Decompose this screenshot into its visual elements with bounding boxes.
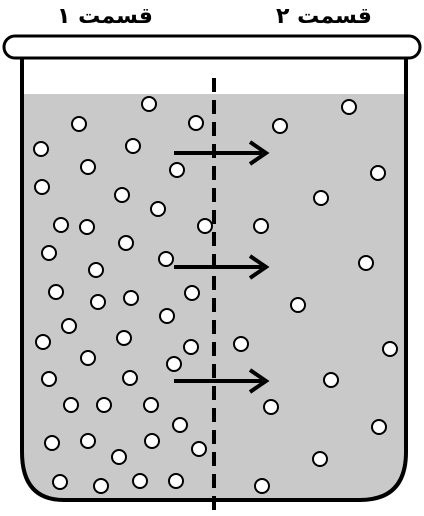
particle bbox=[71, 116, 87, 132]
particle bbox=[125, 138, 141, 154]
right-arrow-icon bbox=[174, 140, 270, 166]
particle bbox=[53, 217, 69, 233]
particles bbox=[33, 96, 398, 494]
particle bbox=[150, 201, 166, 217]
particle bbox=[80, 350, 96, 366]
particle bbox=[341, 99, 357, 115]
particle bbox=[254, 478, 270, 494]
particle bbox=[188, 115, 204, 131]
particle bbox=[96, 397, 112, 413]
particle bbox=[313, 190, 329, 206]
arrows bbox=[174, 140, 270, 394]
particle bbox=[132, 473, 148, 489]
particle bbox=[123, 290, 139, 306]
particle bbox=[52, 474, 68, 490]
particle bbox=[158, 251, 174, 267]
particle bbox=[35, 334, 51, 350]
particle bbox=[253, 218, 269, 234]
particle bbox=[143, 397, 159, 413]
particle bbox=[88, 262, 104, 278]
particle bbox=[41, 245, 57, 261]
particle bbox=[111, 449, 127, 465]
particle bbox=[184, 285, 200, 301]
particle bbox=[44, 435, 60, 451]
particle bbox=[61, 318, 77, 334]
particle bbox=[191, 441, 207, 457]
particle bbox=[358, 255, 374, 271]
particle bbox=[144, 433, 160, 449]
part-1-label: قسمت ۱ bbox=[57, 4, 153, 29]
particle bbox=[33, 141, 49, 157]
particle bbox=[370, 165, 386, 181]
right-arrow-icon bbox=[174, 368, 270, 394]
particle bbox=[382, 341, 398, 357]
particle bbox=[63, 397, 79, 413]
particle bbox=[323, 372, 339, 388]
particle bbox=[371, 419, 387, 435]
particle bbox=[80, 433, 96, 449]
particle bbox=[116, 330, 132, 346]
particle bbox=[79, 219, 95, 235]
particle bbox=[114, 187, 130, 203]
particle bbox=[168, 473, 184, 489]
particle bbox=[159, 308, 175, 324]
particle bbox=[197, 218, 213, 234]
beaker-rim bbox=[2, 34, 422, 60]
particle bbox=[90, 294, 106, 310]
particle bbox=[233, 336, 249, 352]
particle bbox=[122, 370, 138, 386]
part-2-label: قسمت ۲ bbox=[276, 4, 372, 29]
particle bbox=[172, 417, 188, 433]
particle bbox=[272, 118, 288, 134]
particle bbox=[141, 96, 157, 112]
particle bbox=[48, 284, 64, 300]
particle bbox=[118, 235, 134, 251]
particle bbox=[290, 297, 306, 313]
particle bbox=[93, 478, 109, 494]
particle bbox=[41, 371, 57, 387]
particle bbox=[80, 159, 96, 175]
particle bbox=[169, 162, 185, 178]
particle bbox=[263, 399, 279, 415]
right-arrow-icon bbox=[174, 254, 270, 280]
particle bbox=[312, 451, 328, 467]
particle bbox=[183, 339, 199, 355]
particle bbox=[166, 356, 182, 372]
particle bbox=[34, 179, 50, 195]
